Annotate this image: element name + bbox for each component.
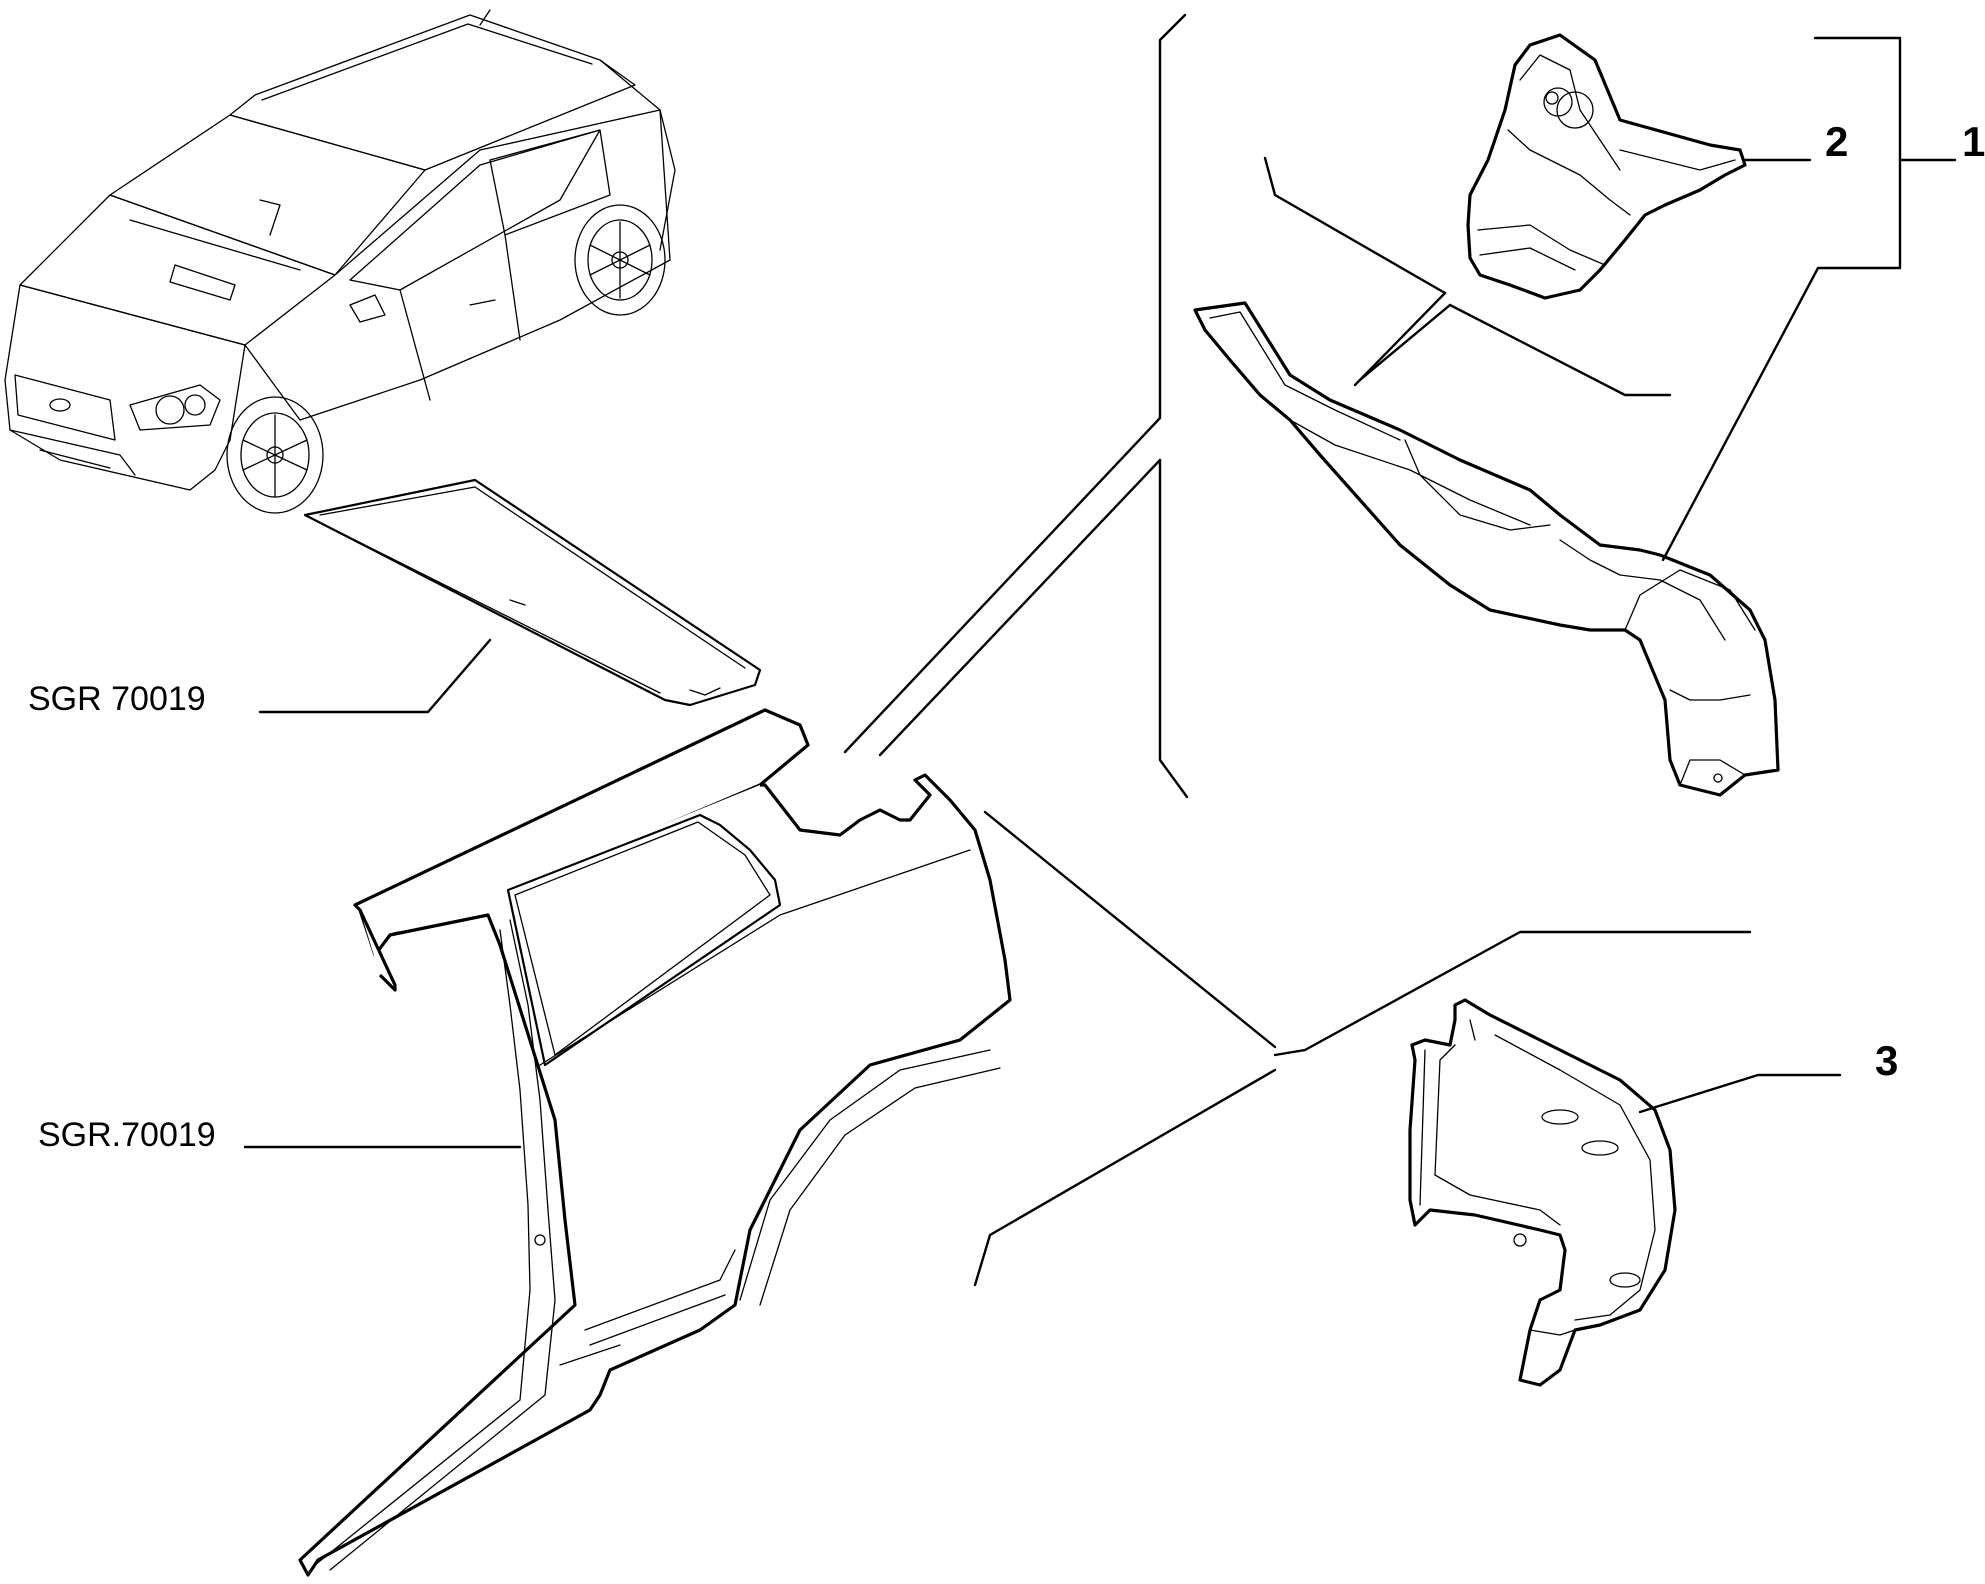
center-cross-lines: [1263, 156, 1672, 397]
part-3-bracket: [1408, 998, 1677, 1387]
part-2-bracket: [1466, 33, 1747, 300]
leader-line-roof-panel: [258, 638, 492, 714]
part-number-2: 2: [1825, 118, 1848, 165]
roof-panel-part: [303, 478, 762, 707]
part-number-3: 3: [1875, 1037, 1898, 1084]
reference-label-roof: SGR 70019: [28, 680, 206, 718]
callout-frame-lower: [973, 810, 1752, 1287]
leader-line-part-1: [1661, 36, 1902, 562]
side-body-panel-part: [298, 708, 1012, 1577]
callout-frame-upper: [843, 13, 1189, 799]
part-1-rail: [1193, 301, 1780, 797]
part-number-1: 1: [1962, 118, 1985, 165]
leader-line-part-3: [1638, 1073, 1842, 1114]
car-overview-illustration: [4, 9, 676, 514]
reference-label-side: SGR.70019: [38, 1116, 216, 1154]
